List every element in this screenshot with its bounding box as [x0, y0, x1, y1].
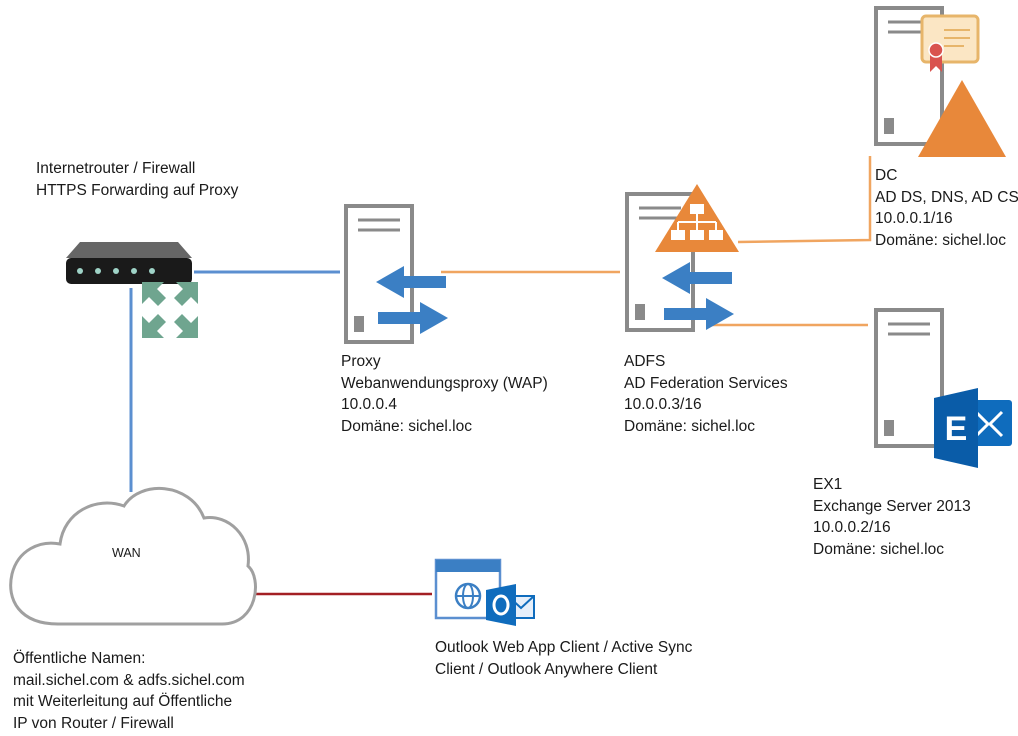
- proxy-label: Proxy Webanwendungsproxy (WAP) 10.0.0.4 …: [341, 351, 548, 437]
- router-label-line-1: Internetrouter / Firewall: [36, 160, 196, 177]
- wan-label-line-1: Öffentliche Namen:: [13, 650, 146, 667]
- proxy-label-line-1: Proxy: [341, 353, 381, 370]
- wan-label-line-2: mail.sichel.com & adfs.sichel.com: [13, 671, 245, 689]
- ad-triangle-icon: [918, 80, 1006, 157]
- wan-label-line-3: mit Weiterleitung auf Öffentliche: [13, 693, 233, 710]
- dc-label-line-3: 10.0.0.1/16: [875, 210, 953, 227]
- dc-label-line-1: DC: [875, 167, 898, 184]
- proxy-label-line-2: Webanwendungsproxy (WAP): [341, 374, 548, 392]
- link-adfs-dc: [737, 156, 872, 244]
- ex1-label-line-3: 10.0.0.2/16: [813, 519, 891, 536]
- client-label: Outlook Web App Client / Active Sync Cli…: [435, 637, 692, 680]
- router-icon: [66, 242, 192, 284]
- firewall-routing-icon: [142, 282, 198, 338]
- proxy-label-line-4: Domäne: sichel.loc: [341, 417, 472, 435]
- outlook-client-icon: [434, 558, 535, 626]
- exchange-logo-icon: E: [934, 388, 1012, 468]
- ex1-label-line-4: Domäne: sichel.loc: [813, 540, 944, 558]
- dc-label: DC AD DS, DNS, AD CS 10.0.0.1/16 Domäne:…: [875, 165, 1018, 251]
- wan-label: Öffentliche Namen: mail.sichel.com & adf…: [13, 648, 245, 734]
- certificate-icon: [920, 14, 980, 72]
- router-label: Internetrouter / Firewall HTTPS Forwardi…: [36, 158, 238, 201]
- adfs-label-line-1: ADFS: [624, 353, 666, 370]
- wan-cloud-icon: [9, 486, 257, 626]
- adfs-hierarchy-icon: [655, 184, 739, 252]
- svg-text:E: E: [945, 410, 968, 448]
- ex1-label-line-2: Exchange Server 2013: [813, 497, 971, 515]
- adfs-label-line-2: AD Federation Services: [624, 374, 788, 392]
- adfs-label-line-3: 10.0.0.3/16: [624, 396, 702, 413]
- dc-label-line-4: Domäne: sichel.loc: [875, 231, 1006, 249]
- ex1-label: EX1 Exchange Server 2013 10.0.0.2/16 Dom…: [813, 474, 971, 560]
- adfs-label: ADFS AD Federation Services 10.0.0.3/16 …: [624, 351, 788, 437]
- client-label-line-2: Client / Outlook Anywhere Client: [435, 660, 658, 678]
- router-label-line-2: HTTPS Forwarding auf Proxy: [36, 181, 239, 199]
- wan-name: WAN: [112, 546, 141, 560]
- dc-label-line-2: AD DS, DNS, AD CS: [875, 188, 1018, 206]
- ex1-server-icon: [874, 308, 944, 448]
- adfs-sync-arrows-icon: [662, 262, 734, 330]
- client-label-line-1: Outlook Web App Client / Active Sync: [435, 639, 693, 656]
- proxy-label-line-3: 10.0.0.4: [341, 396, 398, 413]
- wan-label-line-4: IP von Router / Firewall: [13, 714, 174, 732]
- adfs-label-line-4: Domäne: sichel.loc: [624, 417, 755, 435]
- ex1-label-line-1: EX1: [813, 476, 843, 493]
